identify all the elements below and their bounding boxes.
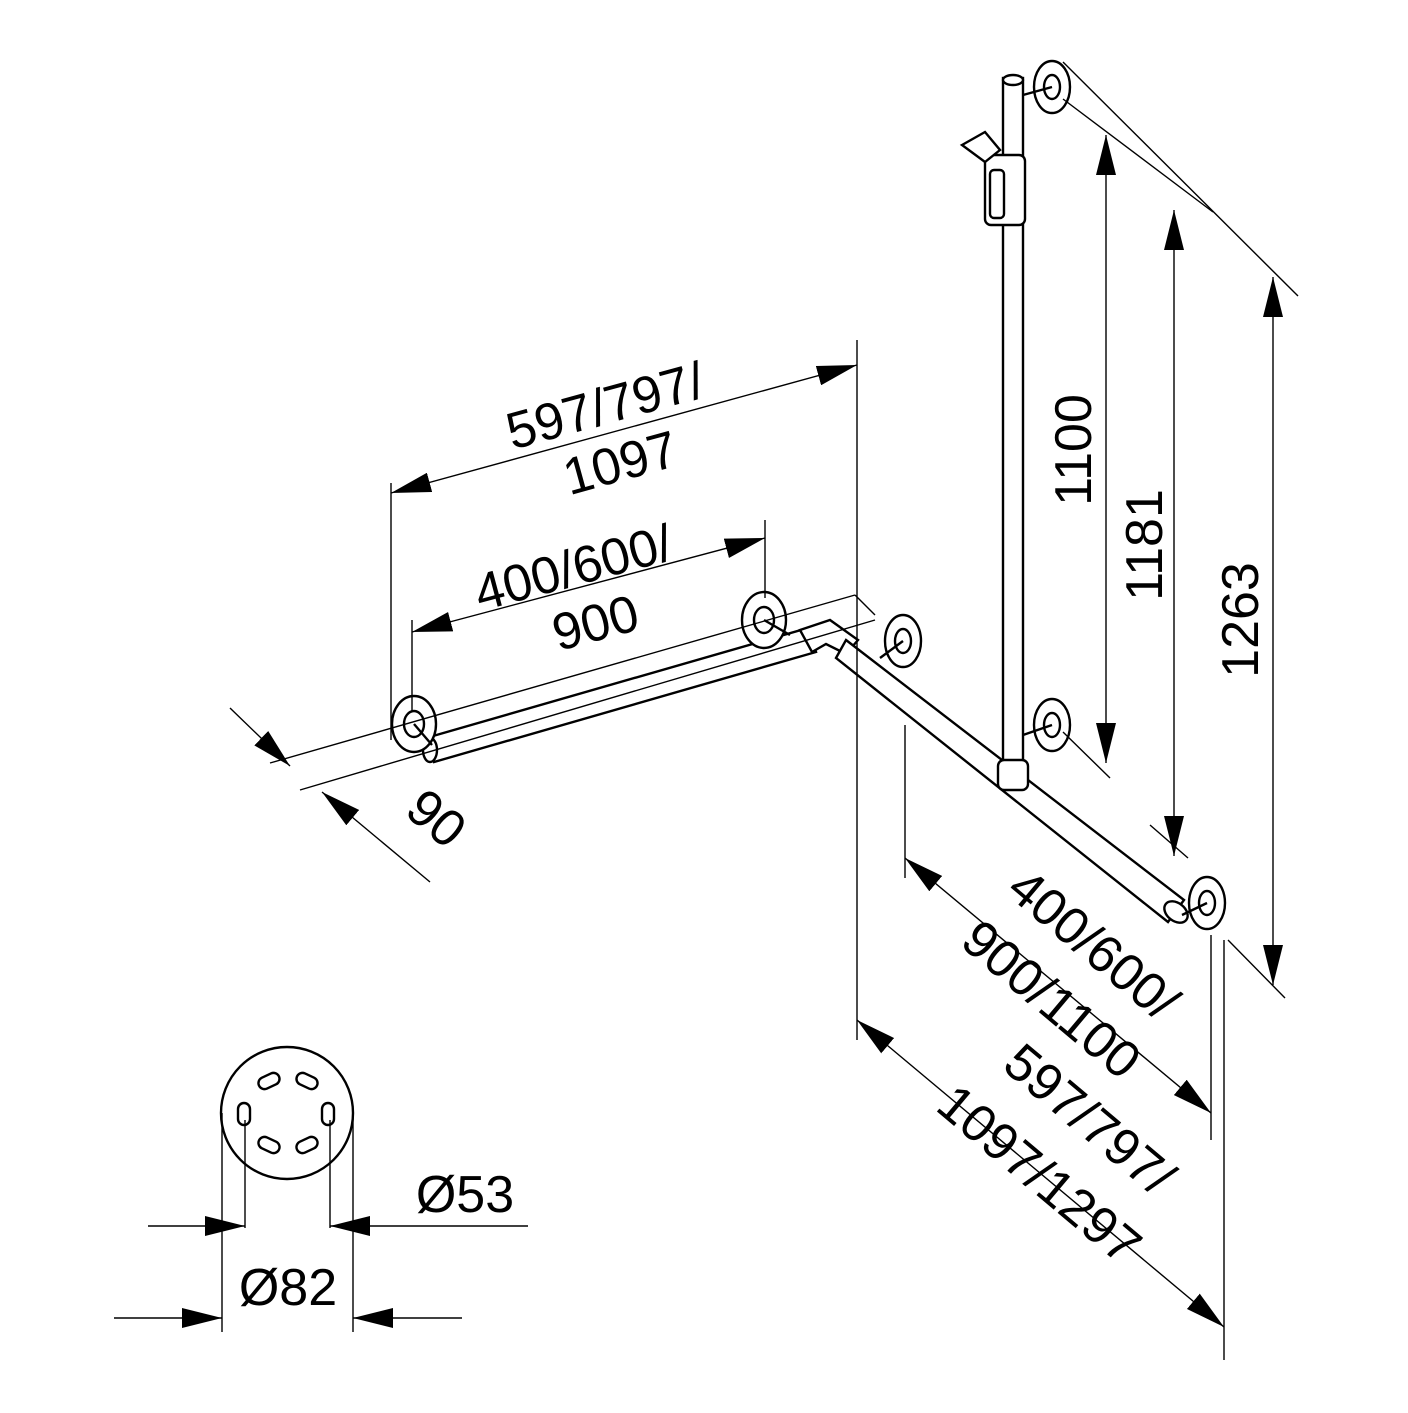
dim-offset-label: 90	[395, 778, 477, 860]
dim-vertical-1-label: 1100	[1045, 394, 1103, 506]
dim-right-outer-line	[856, 1019, 1225, 1328]
wall-flange-riser-bottom	[1022, 697, 1072, 753]
wall-flange-riser-top	[1022, 59, 1072, 115]
shower-holder	[959, 130, 1027, 227]
dimension-lines	[229, 135, 1283, 1328]
flange-screw-slots	[236, 1071, 336, 1155]
dim-offset-line-a	[229, 707, 291, 767]
dim-outer-diameter-label: Ø82	[239, 1259, 337, 1317]
flange-detail: Ø53 Ø82	[114, 1045, 528, 1332]
wall-flange-diagonal-end	[1181, 875, 1227, 931]
dimension-labels: 597/797/ 1097 400/600/ 900 90 1100 1181 …	[395, 352, 1270, 1277]
riser-top-cap	[1001, 73, 1025, 87]
wall-flange-left	[390, 694, 438, 754]
dim-inner-diameter-label: Ø53	[416, 1166, 514, 1224]
dim-offset-line-b	[321, 791, 431, 883]
dim-vertical-2-label: 1181	[1116, 489, 1174, 601]
riser-tee	[996, 758, 1030, 792]
dim-left-outer-line	[390, 364, 858, 494]
dim-vertical-3-label: 1263	[1212, 562, 1270, 678]
wall-flange-corner	[879, 613, 923, 669]
dim-left-inner-line	[411, 537, 766, 633]
grab-bar-product	[390, 59, 1227, 931]
